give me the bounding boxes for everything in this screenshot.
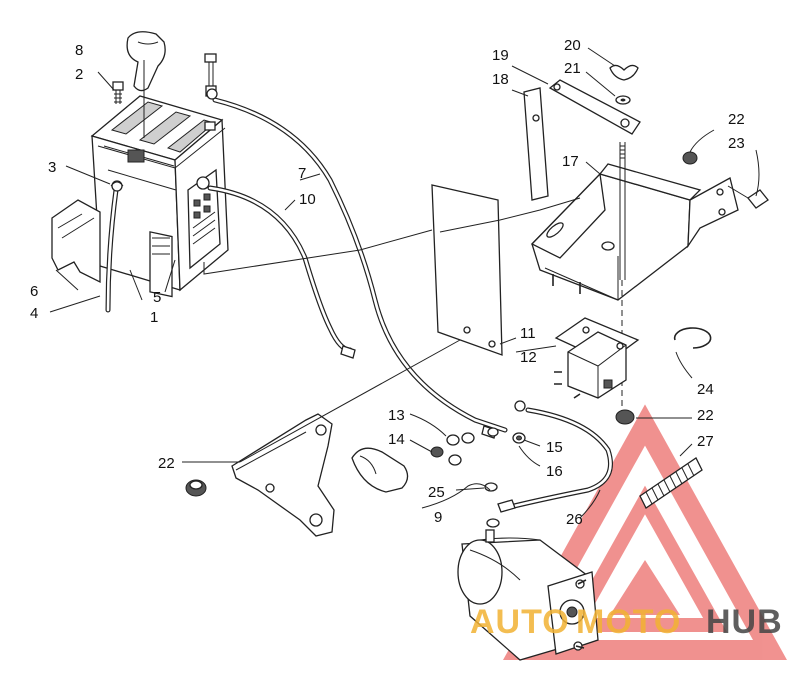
vent-clip-3 xyxy=(110,180,124,192)
callout-19: 19 xyxy=(492,47,509,64)
callout-15: 15 xyxy=(546,439,563,456)
terminal-boot-9 xyxy=(351,447,409,493)
insulator-plate-11 xyxy=(431,184,503,356)
callout-25: 25 xyxy=(428,484,445,501)
bolt-23 xyxy=(727,185,769,209)
wing-nut-20 xyxy=(609,64,639,81)
hold-down-rod-18 xyxy=(523,87,549,201)
callout-6: 6 xyxy=(30,283,38,300)
callout-21: 21 xyxy=(564,60,581,77)
nut-22-upper xyxy=(682,151,698,165)
watermark-text: AUTO MOTO HUB xyxy=(470,603,783,641)
callout-10: 10 xyxy=(299,191,316,208)
callout-4: 4 xyxy=(30,305,38,322)
nut-15-16 xyxy=(512,432,526,444)
battery-box-17 xyxy=(530,163,739,301)
callout-7: 7 xyxy=(298,165,306,182)
mount-bracket xyxy=(231,413,335,537)
starter-motor xyxy=(457,529,599,661)
callout-5: 5 xyxy=(153,289,161,306)
battery-shield-6 xyxy=(51,199,101,284)
terminal-bolt-2 xyxy=(112,81,124,104)
nut-22-middle xyxy=(615,409,635,425)
callout-18: 18 xyxy=(492,71,509,88)
callout-22-left: 22 xyxy=(158,455,175,472)
callout-23: 23 xyxy=(728,135,745,152)
nut-22-left xyxy=(185,479,207,497)
washer-25 xyxy=(484,482,500,528)
starter-relay-12 xyxy=(554,317,640,399)
watermark-word-moto: MOTO xyxy=(576,603,681,641)
callout-26: 26 xyxy=(566,511,583,528)
leader-lines xyxy=(49,47,760,519)
callout-24: 24 xyxy=(697,381,714,398)
callout-labels: 1 2 3 4 5 6 7 8 9 10 11 12 13 14 15 16 1… xyxy=(30,37,745,528)
callout-1: 1 xyxy=(150,309,158,326)
callout-22-upper: 22 xyxy=(728,111,745,128)
callout-12: 12 xyxy=(520,349,537,366)
spring-27 xyxy=(639,457,703,509)
callout-22-middle: 22 xyxy=(697,407,714,424)
callout-13: 13 xyxy=(388,407,405,424)
washer-21 xyxy=(615,95,631,105)
retaining-ring-24 xyxy=(673,327,712,349)
callout-16: 16 xyxy=(546,463,563,480)
nuts-washers-13-14 xyxy=(430,427,499,466)
callout-8: 8 xyxy=(75,42,83,59)
callout-3: 3 xyxy=(48,159,56,176)
callout-27: 27 xyxy=(697,433,714,450)
callout-2: 2 xyxy=(75,66,83,83)
starter-cable-26 xyxy=(497,400,613,513)
watermark-word-hub: HUB xyxy=(706,603,783,641)
watermark-logo xyxy=(503,404,787,660)
callout-11: 11 xyxy=(520,325,536,342)
callout-14: 14 xyxy=(388,431,405,448)
strap-bracket-19 xyxy=(548,79,641,135)
callout-20: 20 xyxy=(564,37,581,54)
battery-cable-7 xyxy=(204,53,508,439)
ground-cable-10 xyxy=(196,176,356,359)
battery-1 xyxy=(90,95,229,313)
callout-17: 17 xyxy=(562,153,579,170)
callout-9: 9 xyxy=(434,509,442,526)
terminal-boot-8 xyxy=(126,31,166,92)
watermark-word-auto: AUTO xyxy=(470,603,570,641)
